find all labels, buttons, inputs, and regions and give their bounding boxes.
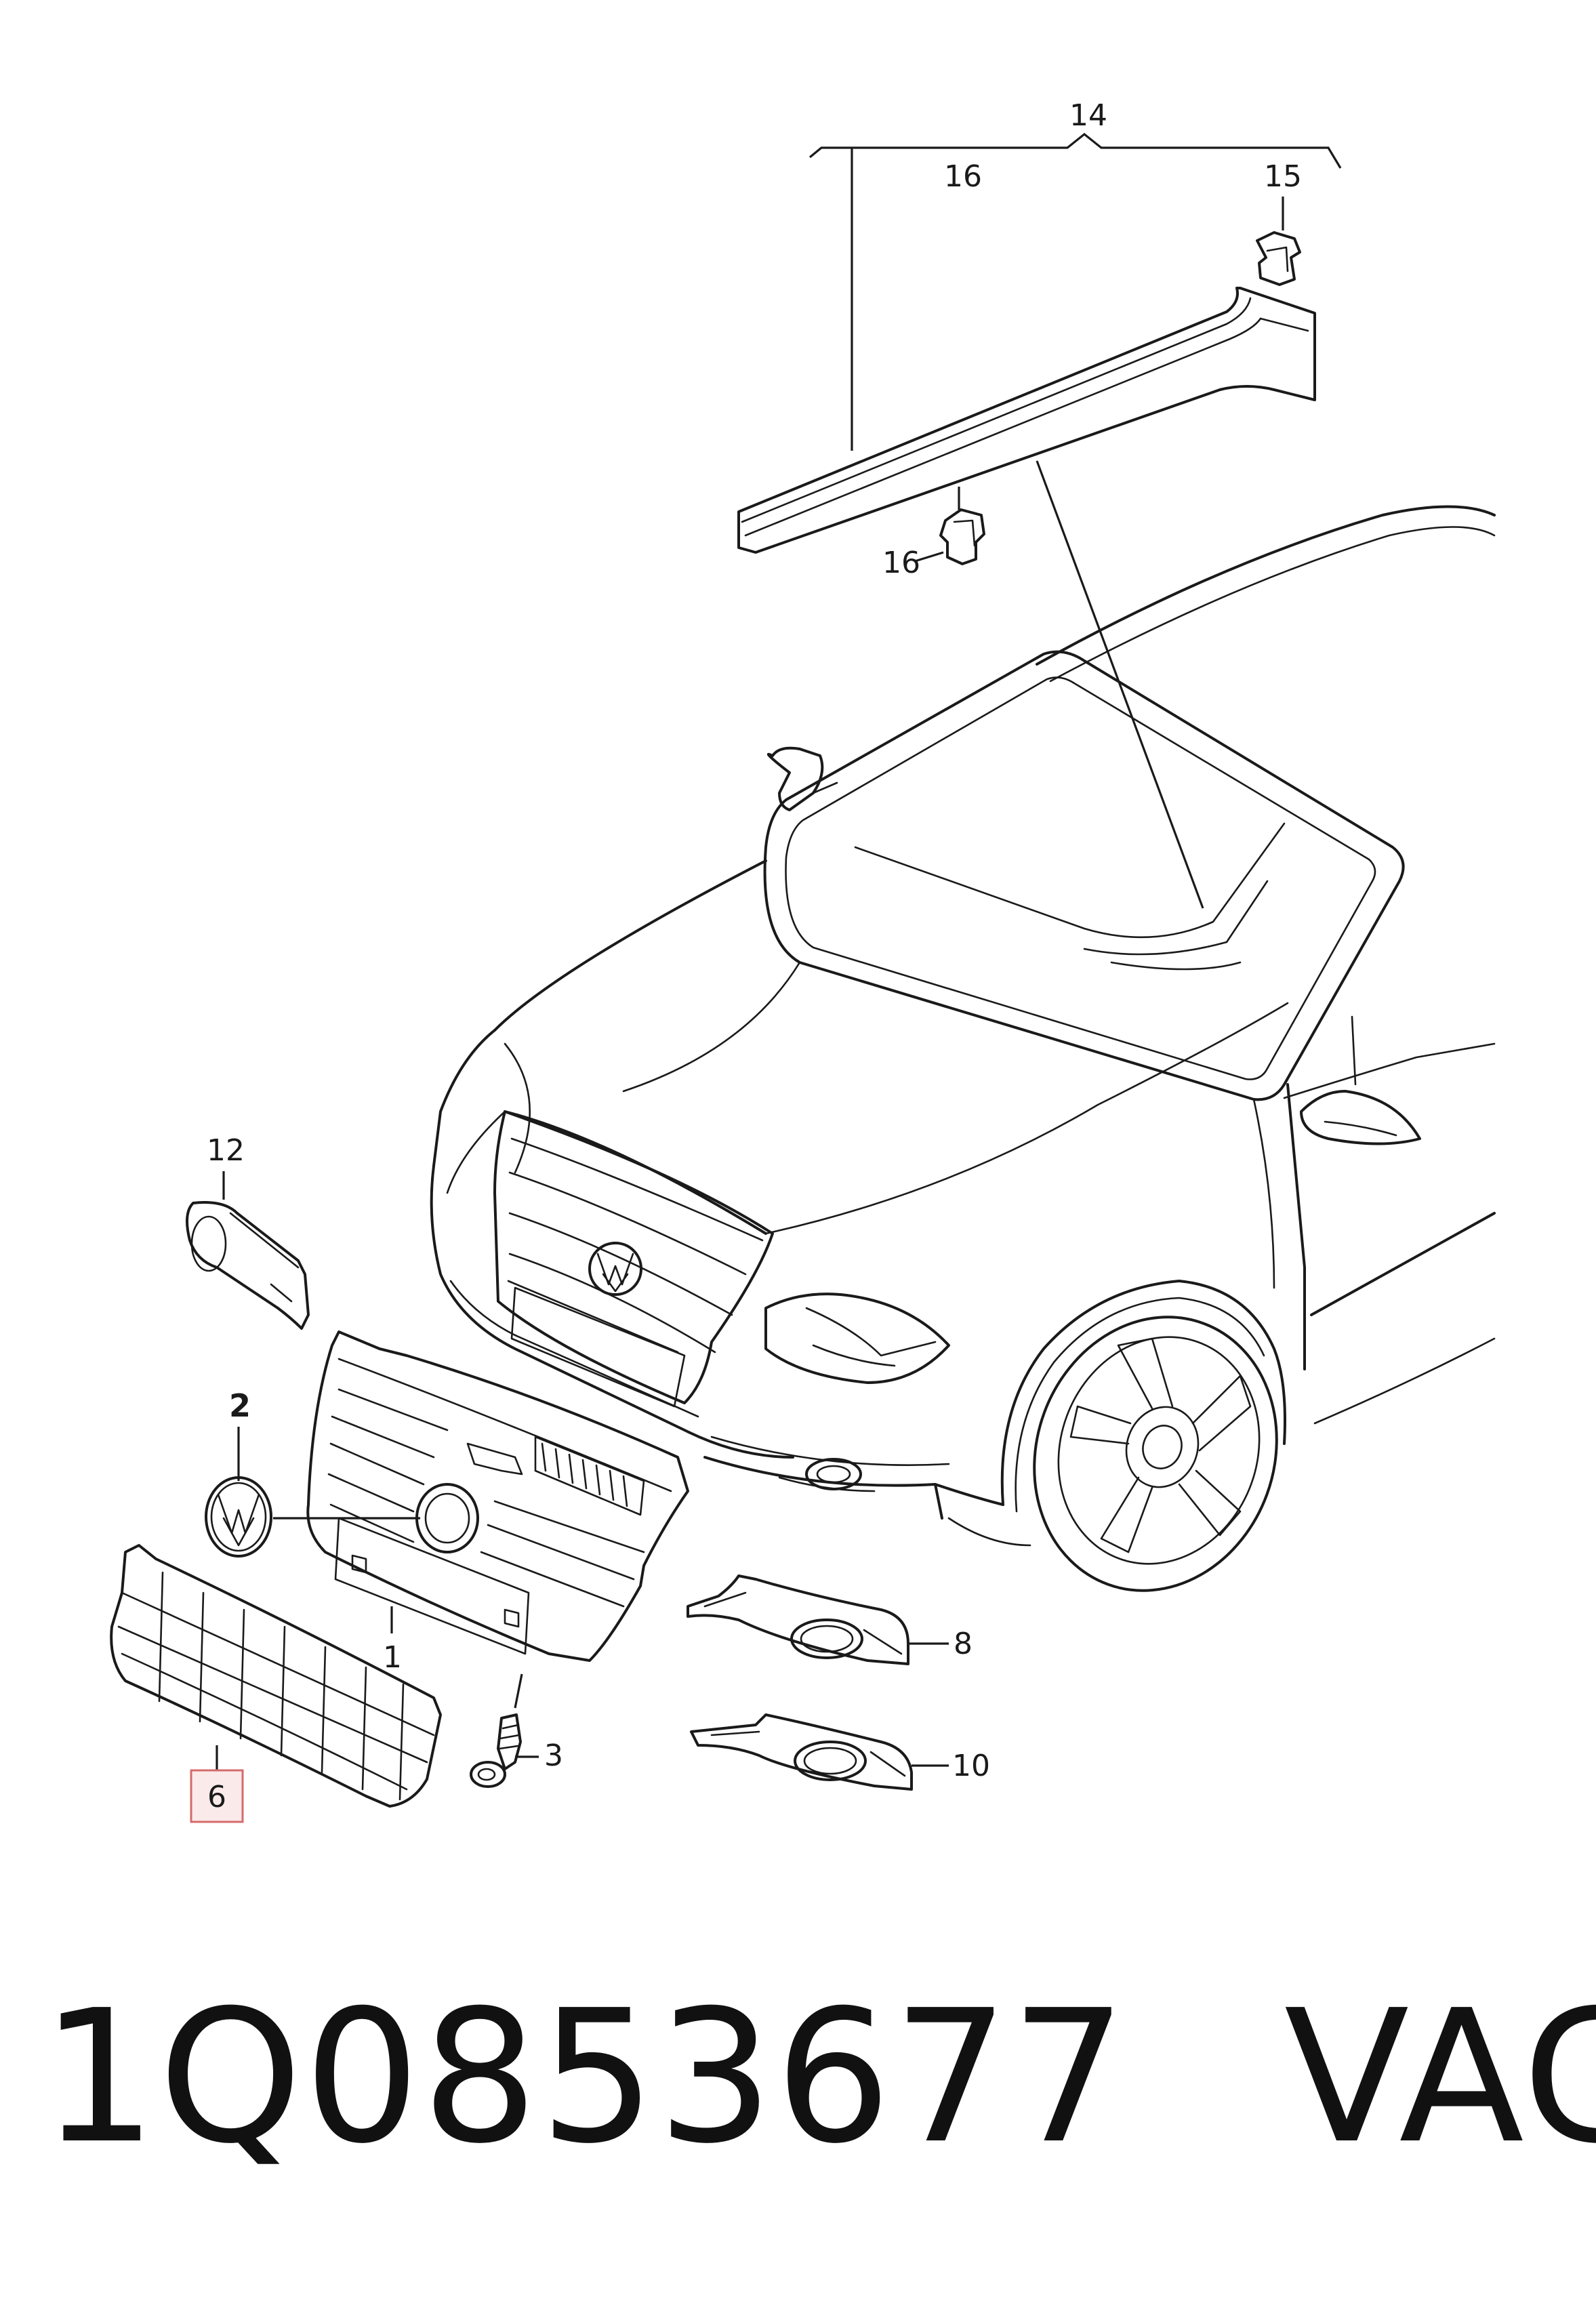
callout-8[interactable]: 8 [954, 1627, 973, 1661]
fog-grille-8[interactable] [687, 1574, 909, 1665]
callout-3[interactable]: 3 [544, 1738, 563, 1773]
leader-14-car [1036, 460, 1204, 909]
clip-15[interactable] [1256, 197, 1301, 286]
callout-14[interactable]: 14 [1069, 98, 1107, 133]
lower-grille-6[interactable] [110, 1544, 442, 1808]
leader-3-top [514, 1673, 523, 1709]
callout-16-clip[interactable]: 16 [882, 546, 920, 580]
clip-16[interactable] [914, 487, 985, 565]
radiator-grille-1[interactable] [306, 1330, 689, 1662]
callout-6[interactable]: 6 [207, 1780, 226, 1814]
footer-caption: 1Q0853677 VAG [41, 1966, 1596, 2189]
callout-12[interactable]: 12 [207, 1133, 245, 1168]
fog-grille-10[interactable] [690, 1713, 913, 1791]
bracket-12[interactable] [186, 1201, 310, 1330]
part-number: 1Q0853677 [41, 1970, 1128, 2184]
callout-10[interactable]: 10 [952, 1749, 990, 1783]
callout-15[interactable]: 15 [1264, 159, 1302, 194]
callout-2[interactable]: 2 [229, 1387, 251, 1424]
brand-name: VAG [1284, 1970, 1596, 2184]
car-outline [430, 505, 1496, 1592]
highlight-box-6 [190, 1769, 244, 1823]
vw-emblem-2[interactable] [205, 1476, 272, 1558]
bracket-14 [809, 132, 1342, 451]
screw-3[interactable] [470, 1713, 522, 1788]
callout-1[interactable]: 1 [383, 1640, 402, 1675]
trim-strip-16[interactable] [737, 287, 1316, 554]
callout-16-top[interactable]: 16 [944, 159, 982, 194]
